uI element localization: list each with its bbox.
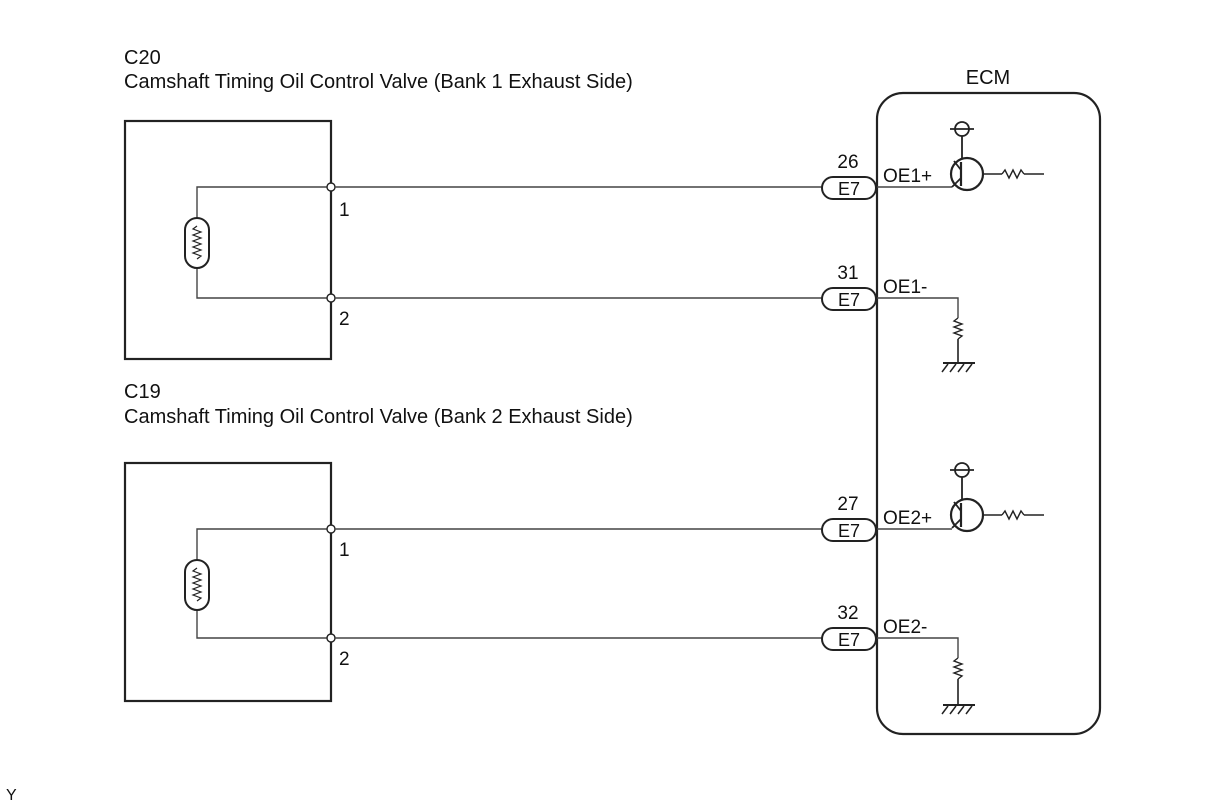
- ecm-terminal-oe1-plus: 26 E7 OE1+: [821, 152, 952, 200]
- c20-pin2-label: 2: [339, 309, 350, 330]
- connector-code: E7: [838, 290, 860, 310]
- connector-tag: [821, 627, 877, 651]
- terminal-signal-name: OE2+: [883, 508, 932, 529]
- terminal-signal-name: OE1+: [883, 166, 932, 187]
- connector-tag: [821, 518, 877, 542]
- terminal-pin-number: 27: [837, 494, 858, 515]
- figure-code: Y: [6, 787, 17, 804]
- connector-tag: [821, 287, 877, 311]
- connector-tag: [821, 176, 877, 200]
- terminal-pin-number: 26: [837, 152, 858, 173]
- c19-code: C19: [124, 381, 161, 403]
- c20-name: Camshaft Timing Oil Control Valve (Bank …: [124, 71, 633, 93]
- ecm-box: [875, 91, 1102, 736]
- connector-code: E7: [838, 630, 860, 650]
- terminal-pin-number: 31: [837, 263, 858, 284]
- c19-pin1-node: [326, 524, 336, 534]
- transistor-driver-1-icon: [949, 121, 1044, 192]
- c20-pin1-label: 1: [339, 200, 350, 221]
- c19-valve-box: 1 2: [123, 461, 350, 703]
- ecm-terminal-oe1-minus: 31 E7 OE1-: [821, 263, 959, 318]
- c19-pin1-label: 1: [339, 540, 350, 561]
- c20-code: C20: [124, 47, 161, 69]
- terminal-signal-name: OE1-: [883, 277, 927, 298]
- connector-code: E7: [838, 179, 860, 199]
- transistor-driver-2-icon: [949, 462, 1044, 533]
- ground-resistor-1-icon: [941, 317, 975, 373]
- c20-solenoid-coil-icon: [184, 217, 210, 269]
- ecm-terminal-oe2-plus: 27 E7 OE2+: [821, 494, 952, 542]
- c19-solenoid-coil-icon: [184, 559, 210, 611]
- ground-resistor-2-icon: [941, 657, 975, 715]
- ecm-terminal-oe2-minus: 32 E7 OE2-: [821, 603, 959, 658]
- c19-name: Camshaft Timing Oil Control Valve (Bank …: [124, 406, 633, 428]
- c20-pin1-node: [326, 182, 336, 192]
- terminal-signal-name: OE2-: [883, 617, 927, 638]
- c19-pin2-label: 2: [339, 649, 350, 670]
- c19-pin2-node: [326, 633, 336, 643]
- connector-code: E7: [838, 521, 860, 541]
- ecm-label: ECM: [966, 67, 1010, 89]
- c20-valve-box: 1 2: [123, 119, 350, 361]
- c20-pin2-node: [326, 293, 336, 303]
- terminal-pin-number: 32: [837, 603, 858, 624]
